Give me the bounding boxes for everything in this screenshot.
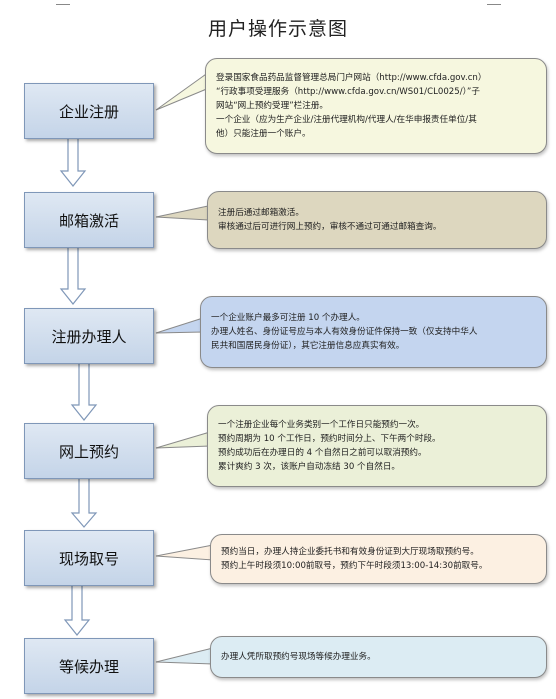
note-line: 一个企业（应为生产企业/注册代理机构/代理人/在华申报责任单位/其 bbox=[216, 115, 477, 125]
note-line: 网站“网上预约受理”栏注册。 bbox=[216, 101, 329, 111]
step-online-appointment: 网上预约 bbox=[24, 423, 154, 479]
step-onsite-ticket: 现场取号 bbox=[24, 530, 154, 586]
note-line: 累计爽约 3 次，该账户自动冻结 30 个自然日。 bbox=[218, 462, 401, 472]
note-line: 预约周期为 10 个工作日，预约时间分上、下午两个时段。 bbox=[218, 434, 441, 444]
note-wait-processing: 办理人凭所取预约号现场等候办理业务。 bbox=[210, 636, 547, 678]
down-arrow-2 bbox=[59, 245, 87, 305]
note-line: 办理人姓名、身份证号应与本人有效身份证件保持一致（仅支持中华人 bbox=[211, 327, 478, 337]
note-line: 他）只能注册一个账户。 bbox=[216, 129, 311, 139]
step-enterprise-registration: 企业注册 bbox=[24, 83, 154, 139]
note-enterprise-registration: 登录国家食品药品监督管理总局门户网站（http://www.cfda.gov.c… bbox=[205, 58, 547, 154]
note-pointer-3 bbox=[155, 317, 204, 334]
note-line: 预约上午时段须10:00前取号，预约下午时段须13:00-14:30前取号。 bbox=[221, 561, 488, 571]
note-line: 民共和国居民身份证），其它注册信息应真实有效。 bbox=[211, 341, 405, 351]
note-line: 登录国家食品药品监督管理总局门户网站（http://www.cfda.gov.c… bbox=[216, 73, 487, 83]
note-line: 一个注册企业每个业务类别一个工作日只能预约一次。 bbox=[218, 420, 425, 430]
step-register-handler: 注册办理人 bbox=[24, 308, 154, 364]
note-onsite-ticket: 预约当日，办理人持企业委托书和有效身份证到大厅现场取预约号。 预约上午时段须10… bbox=[210, 534, 547, 584]
step-wait-processing: 等候办理 bbox=[24, 638, 154, 694]
note-pointer-5 bbox=[155, 544, 214, 561]
note-line: 注册后通过邮箱激活。 bbox=[218, 208, 304, 218]
note-line: 一个企业账户最多可注册 10 个办理人。 bbox=[211, 313, 365, 323]
note-line: 审核通过后可进行网上预约，审核不通过可通过邮箱查询。 bbox=[218, 222, 442, 232]
step-email-activation: 邮箱激活 bbox=[24, 192, 154, 248]
note-line: “行政事项受理服务（http://www.cfda.gov.cn/WS01/CL… bbox=[216, 87, 480, 97]
note-line: 预约成功后在办理日的 4 个自然日之前可以取消预约。 bbox=[218, 448, 427, 458]
down-arrow-3 bbox=[70, 361, 98, 421]
diagram-title: 用户操作示意图 bbox=[207, 18, 348, 40]
note-pointer-4 bbox=[155, 431, 211, 449]
note-pointer-2 bbox=[155, 205, 209, 221]
note-online-appointment: 一个注册企业每个业务类别一个工作日只能预约一次。 预约周期为 10 个工作日，预… bbox=[207, 405, 547, 487]
note-line: 办理人凭所取预约号现场等候办理业务。 bbox=[221, 652, 376, 662]
note-pointer-1 bbox=[155, 71, 210, 111]
page-corner-mark-right bbox=[487, 0, 501, 5]
down-arrow-4 bbox=[70, 476, 98, 528]
note-email-activation: 注册后通过邮箱激活。 审核通过后可进行网上预约，审核不通过可通过邮箱查询。 bbox=[207, 191, 547, 249]
down-arrow-1 bbox=[59, 136, 87, 187]
down-arrow-5 bbox=[63, 583, 91, 636]
note-line: 预约当日，办理人持企业委托书和有效身份证到大厅现场取预约号。 bbox=[221, 547, 479, 557]
note-register-handler: 一个企业账户最多可注册 10 个办理人。 办理人姓名、身份证号应与本人有效身份证… bbox=[200, 296, 547, 368]
note-pointer-6 bbox=[155, 647, 214, 665]
page-corner-mark-left bbox=[56, 0, 70, 5]
